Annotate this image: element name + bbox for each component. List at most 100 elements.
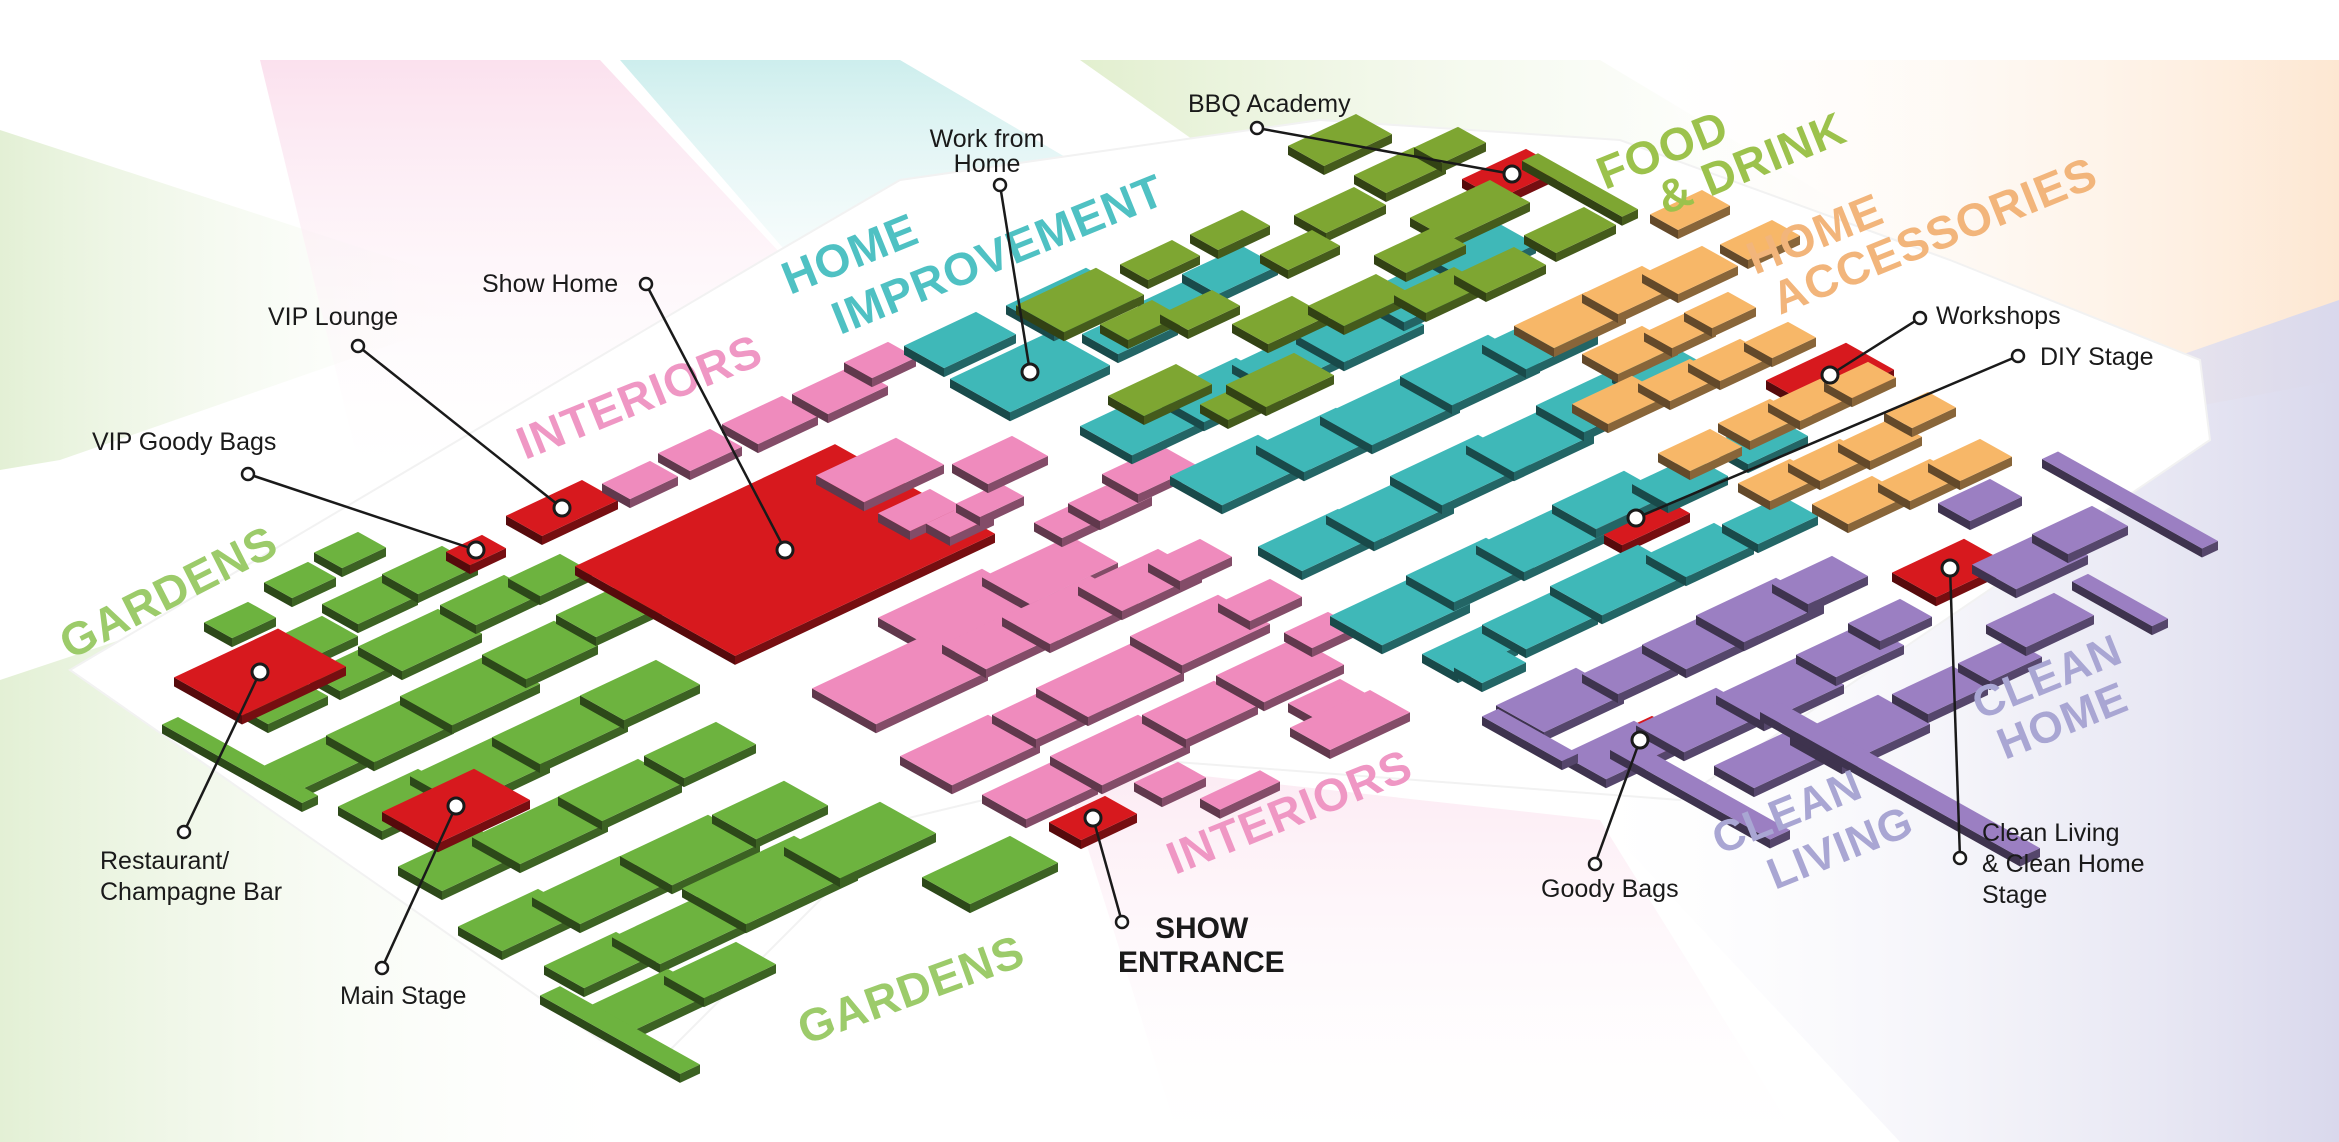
- stand-food-drink: [1226, 352, 1334, 417]
- stand-food-drink: [1016, 267, 1144, 342]
- stand-interiors: [1290, 690, 1410, 759]
- callout-clean-stage-1: Clean Living: [1982, 819, 2120, 847]
- stand-interiors: [722, 395, 818, 454]
- circle-marker-icon: [1249, 120, 1265, 136]
- stand-food-drink: [1522, 153, 1638, 226]
- stand-home-improvement: [1454, 646, 1526, 693]
- stand-gardens: [492, 695, 628, 774]
- stand-home-accessories: [1658, 428, 1742, 481]
- stand-food-drink: [1374, 226, 1466, 283]
- stand-gardens: [644, 721, 756, 788]
- stand-clean-living: [1938, 478, 2022, 531]
- stand-food-drink: [1160, 289, 1240, 340]
- stand-interiors: [1142, 680, 1258, 749]
- stand-clean-living: [1986, 592, 2094, 657]
- stand-clean-living: [1772, 555, 1868, 614]
- stand-gardens: [712, 780, 828, 849]
- circle-marker-icon: [466, 540, 486, 560]
- stand-interiors: [1200, 770, 1280, 819]
- stand-interiors: [844, 341, 916, 388]
- stand-clean-living: [1482, 708, 1578, 771]
- stand-home-accessories: [1684, 291, 1756, 338]
- circle-marker-icon: [1626, 508, 1646, 528]
- circle-marker-icon: [638, 276, 654, 292]
- circle-marker-icon: [250, 662, 270, 682]
- circle-marker-icon: [1630, 730, 1650, 750]
- stand-home-improvement: [1722, 495, 1818, 554]
- stand-interiors: [1050, 714, 1190, 795]
- stand-gardens: [482, 620, 598, 689]
- circle-marker-icon: [374, 960, 390, 976]
- circle-marker-icon: [552, 498, 572, 518]
- stand-interiors: [602, 460, 678, 509]
- stand-home-accessories: [1824, 361, 1896, 408]
- circle-marker-icon: [2010, 348, 2026, 364]
- zone-label-gardens-bottom: GARDENS: [791, 924, 1032, 1054]
- callout-markers: [176, 120, 2026, 976]
- callout-show-entrance-2: ENTRANCE: [1118, 946, 1285, 979]
- stand-clean-living: [2042, 451, 2218, 558]
- stand-blocks: [162, 113, 2218, 1083]
- callout-main-stage: Main Stage: [340, 982, 466, 1010]
- callout-restaurant-2: Champagne Bar: [100, 878, 282, 906]
- circle-marker-icon: [1083, 808, 1103, 828]
- stand-gardens: [664, 941, 776, 1008]
- stand-interiors: [1036, 642, 1184, 727]
- callout-show-home: Show Home: [482, 270, 618, 298]
- callout-work-from-home-1: Work from: [930, 125, 1045, 153]
- stand-interiors: [658, 428, 742, 481]
- stand-home-accessories: [1884, 391, 1956, 438]
- stand-clean-living: [1892, 665, 1988, 724]
- callout-clean-stage-2: & Clean Home: [1982, 850, 2145, 878]
- stand-food-drink: [1260, 229, 1340, 280]
- circle-marker-icon: [992, 177, 1008, 193]
- stand-interiors: [952, 435, 1048, 494]
- stand-home-accessories: [1650, 189, 1730, 240]
- callout-bbq-academy: BBQ Academy: [1188, 90, 1351, 118]
- circle-marker-icon: [446, 796, 466, 816]
- stand-clean-living: [1610, 740, 1790, 849]
- circle-marker-icon: [1952, 850, 1968, 866]
- stand-food-drink: [1190, 209, 1270, 260]
- stand-gardens: [204, 601, 276, 648]
- stand-interiors: [900, 714, 1040, 795]
- stand-interiors: [956, 482, 1024, 527]
- callout-goody-bags: Goody Bags: [1541, 875, 1679, 903]
- circle-marker-icon: [1020, 362, 1040, 382]
- circle-marker-icon: [1912, 310, 1928, 326]
- stand-interiors: [812, 635, 988, 734]
- callout-lines: [182, 126, 2019, 969]
- stand-gardens: [540, 986, 700, 1083]
- stand-food-drink: [1524, 206, 1616, 263]
- stand-gardens: [162, 717, 318, 812]
- stand-gardens: [314, 531, 386, 578]
- stand-gardens: [620, 814, 760, 895]
- stand-gardens: [784, 801, 936, 888]
- stand-food-drink: [1108, 363, 1212, 426]
- circle-marker-icon: [1587, 856, 1603, 872]
- stand-interiors: [1148, 538, 1232, 591]
- stand-interiors: [1134, 761, 1206, 808]
- stand-gardens: [358, 608, 482, 681]
- stand-gardens: [580, 659, 700, 730]
- stand-clean-living: [2032, 505, 2128, 564]
- stand-food-drink: [1454, 246, 1546, 303]
- stand-home-improvement: [1646, 522, 1754, 587]
- circle-marker-icon: [1820, 365, 1840, 385]
- stand-gardens: [508, 553, 592, 606]
- stand-clean-living: [1848, 598, 1932, 651]
- circle-marker-icon: [775, 540, 795, 560]
- stand-home-accessories: [1744, 321, 1816, 368]
- stand-home-accessories: [1928, 438, 2012, 491]
- callout-workshops: Workshops: [1936, 302, 2061, 330]
- stand-interiors: [816, 437, 944, 512]
- circle-marker-icon: [240, 466, 256, 482]
- callout-vip-goody-bags: VIP Goody Bags: [92, 428, 276, 456]
- stand-food-drink: [1120, 239, 1200, 290]
- circle-marker-icon: [1114, 914, 1130, 930]
- callout-work-from-home-2: Home: [954, 150, 1021, 178]
- circle-marker-icon: [350, 338, 366, 354]
- stand-gardens: [264, 561, 336, 608]
- stand-food-drink: [1288, 113, 1392, 176]
